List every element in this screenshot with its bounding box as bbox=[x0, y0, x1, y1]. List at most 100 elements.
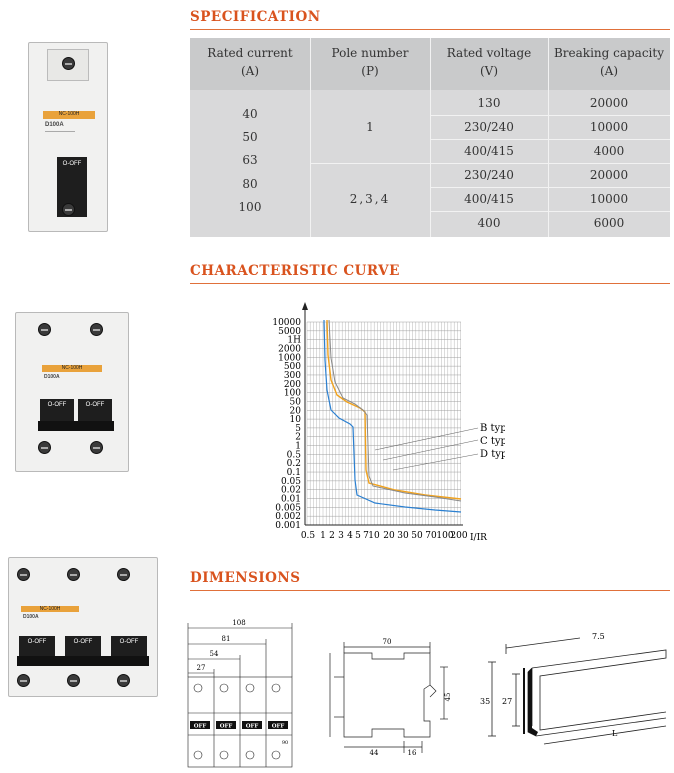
capacity-cell: 10000 bbox=[589, 192, 629, 206]
header-pole-number: Pole number(P) bbox=[331, 46, 409, 78]
d-type-curve bbox=[328, 319, 462, 502]
side-view-drawing: 70 45 44 16 bbox=[329, 638, 452, 757]
current-80: 80 bbox=[242, 177, 258, 191]
header-breaking-capacity: Breaking capacity(A) bbox=[553, 46, 664, 78]
dim-70: 70 bbox=[383, 638, 392, 646]
y-tick-label: 500 bbox=[284, 362, 301, 372]
breaker-1-pole-image: NC-100H D100A O-OFF bbox=[28, 42, 108, 232]
poles-group-1: 1 bbox=[366, 120, 374, 134]
voltage-cell: 400/415 bbox=[464, 192, 514, 206]
breaker-rating: D100A bbox=[44, 374, 60, 380]
y-tick-label: 2 bbox=[295, 433, 301, 443]
y-tick-label: 5 bbox=[295, 424, 301, 434]
terminal-screw-icon bbox=[17, 674, 30, 687]
b-type-curve bbox=[323, 319, 462, 513]
specification-heading: SPECIFICATION bbox=[190, 9, 321, 25]
y-tick-label: 0.1 bbox=[287, 468, 301, 478]
voltage-cell: 230/240 bbox=[464, 120, 514, 134]
specification-rule bbox=[190, 29, 670, 30]
voltage-cell: 230/240 bbox=[464, 168, 514, 182]
off-label: OFF bbox=[272, 724, 285, 730]
terminal-screw-icon bbox=[117, 568, 130, 581]
dimensions-rule bbox=[190, 590, 670, 591]
breaker-3-pole-image: NC-100H D100A O-OFF O-OFF O-OFF bbox=[8, 557, 158, 697]
terminal-screw-icon bbox=[17, 568, 30, 581]
current-50: 50 bbox=[242, 130, 258, 144]
terminal-screw-icon bbox=[117, 674, 130, 687]
terminal-screw-icon bbox=[62, 57, 75, 70]
breaker-label: NC-100H bbox=[43, 111, 95, 119]
y-tick-label: 20 bbox=[290, 406, 302, 416]
legend-d-type: D type bbox=[480, 449, 505, 460]
x-tick-label: 2 bbox=[329, 531, 335, 541]
y-tick-label: 1 bbox=[295, 442, 301, 452]
x-tick-label: 5 bbox=[355, 531, 361, 541]
x-tick-label: 100 bbox=[436, 531, 453, 541]
y-tick-label: 10 bbox=[290, 415, 302, 425]
capacity-cell: 20000 bbox=[589, 168, 629, 182]
dim-small: 90 bbox=[282, 740, 288, 746]
terminal-screw-icon bbox=[90, 441, 103, 454]
dim-7-5: 7.5 bbox=[592, 632, 605, 641]
capacity-cell: 10000 bbox=[589, 120, 629, 134]
y-tick-label: 300 bbox=[284, 371, 301, 381]
dim-54: 54 bbox=[210, 650, 219, 658]
poles-group-2: 2,3,4 bbox=[349, 192, 391, 206]
x-tick-label: 10 bbox=[368, 531, 380, 541]
off-label: OFF bbox=[194, 724, 207, 730]
terminal-screw-icon bbox=[90, 323, 103, 336]
header-rated-current: Rated current(A) bbox=[207, 46, 293, 78]
capacity-cell: 20000 bbox=[589, 96, 629, 110]
y-tick-label: 0.005 bbox=[275, 503, 301, 513]
y-tick-label: 0.01 bbox=[281, 495, 301, 505]
current-40: 40 bbox=[242, 107, 258, 121]
dim-108: 108 bbox=[232, 619, 245, 627]
x-tick-label: 0.5 bbox=[301, 531, 316, 541]
y-tick-label: 1000 bbox=[278, 353, 301, 363]
terminal-screw-icon bbox=[38, 441, 51, 454]
x-axis-label: I/IR bbox=[470, 533, 487, 543]
dimensions-heading: DIMENSIONS bbox=[190, 570, 301, 586]
y-tick-label: 0.05 bbox=[281, 477, 301, 487]
dim-27: 27 bbox=[197, 664, 206, 672]
dim-44: 44 bbox=[370, 749, 379, 757]
y-tick-label: 0.5 bbox=[287, 450, 302, 460]
x-tick-label: 3 bbox=[338, 531, 344, 541]
capacity-cell: 6000 bbox=[593, 216, 625, 230]
x-tick-label: 4 bbox=[347, 531, 353, 541]
x-tick-label: 7 bbox=[363, 531, 369, 541]
off-label: OFF bbox=[220, 724, 233, 730]
y-tick-label: 0.001 bbox=[275, 521, 301, 531]
terminal-screw-icon bbox=[67, 568, 80, 581]
breaker-rating: D100A bbox=[45, 122, 64, 128]
legend-c-type: C type bbox=[480, 436, 505, 447]
x-tick-label: 30 bbox=[397, 531, 409, 541]
y-tick-label: 50 bbox=[290, 397, 302, 407]
characteristic-curve-chart: 1000050001H20001000500300200100502010521… bbox=[272, 302, 505, 543]
dim-length: L bbox=[612, 729, 618, 738]
y-tick-label: 0.02 bbox=[281, 486, 301, 496]
breaker-2-pole-image: NC-100H D100A O-OFF O-OFF bbox=[15, 312, 129, 472]
y-tick-label: 10000 bbox=[272, 318, 301, 328]
dim-16: 16 bbox=[408, 749, 417, 757]
current-63: 63 bbox=[242, 153, 258, 167]
x-tick-label: 200 bbox=[450, 531, 467, 541]
capacity-cell: 4000 bbox=[593, 144, 625, 158]
din-rail-drawing: 7.5 35 27 L bbox=[480, 632, 667, 745]
y-tick-label: 100 bbox=[284, 389, 301, 399]
dim-27-rail: 27 bbox=[502, 697, 512, 706]
y-tick-label: 2000 bbox=[278, 344, 301, 354]
y-tick-label: 200 bbox=[284, 380, 301, 390]
breaker-label: NC-100H bbox=[21, 606, 79, 612]
terminal-screw-icon bbox=[38, 323, 51, 336]
terminal-screw-icon bbox=[67, 674, 80, 687]
y-tick-label: 1H bbox=[287, 336, 301, 346]
dim-81: 81 bbox=[222, 635, 231, 643]
voltage-cell: 400/415 bbox=[464, 144, 514, 158]
header-rated-voltage: Rated voltage(V) bbox=[446, 46, 532, 78]
y-tick-label: 0.002 bbox=[275, 512, 301, 522]
curve-grid bbox=[306, 321, 461, 526]
curve-rule bbox=[190, 283, 670, 284]
breaker-rating: D100A bbox=[23, 614, 39, 620]
x-tick-label: 20 bbox=[383, 531, 395, 541]
